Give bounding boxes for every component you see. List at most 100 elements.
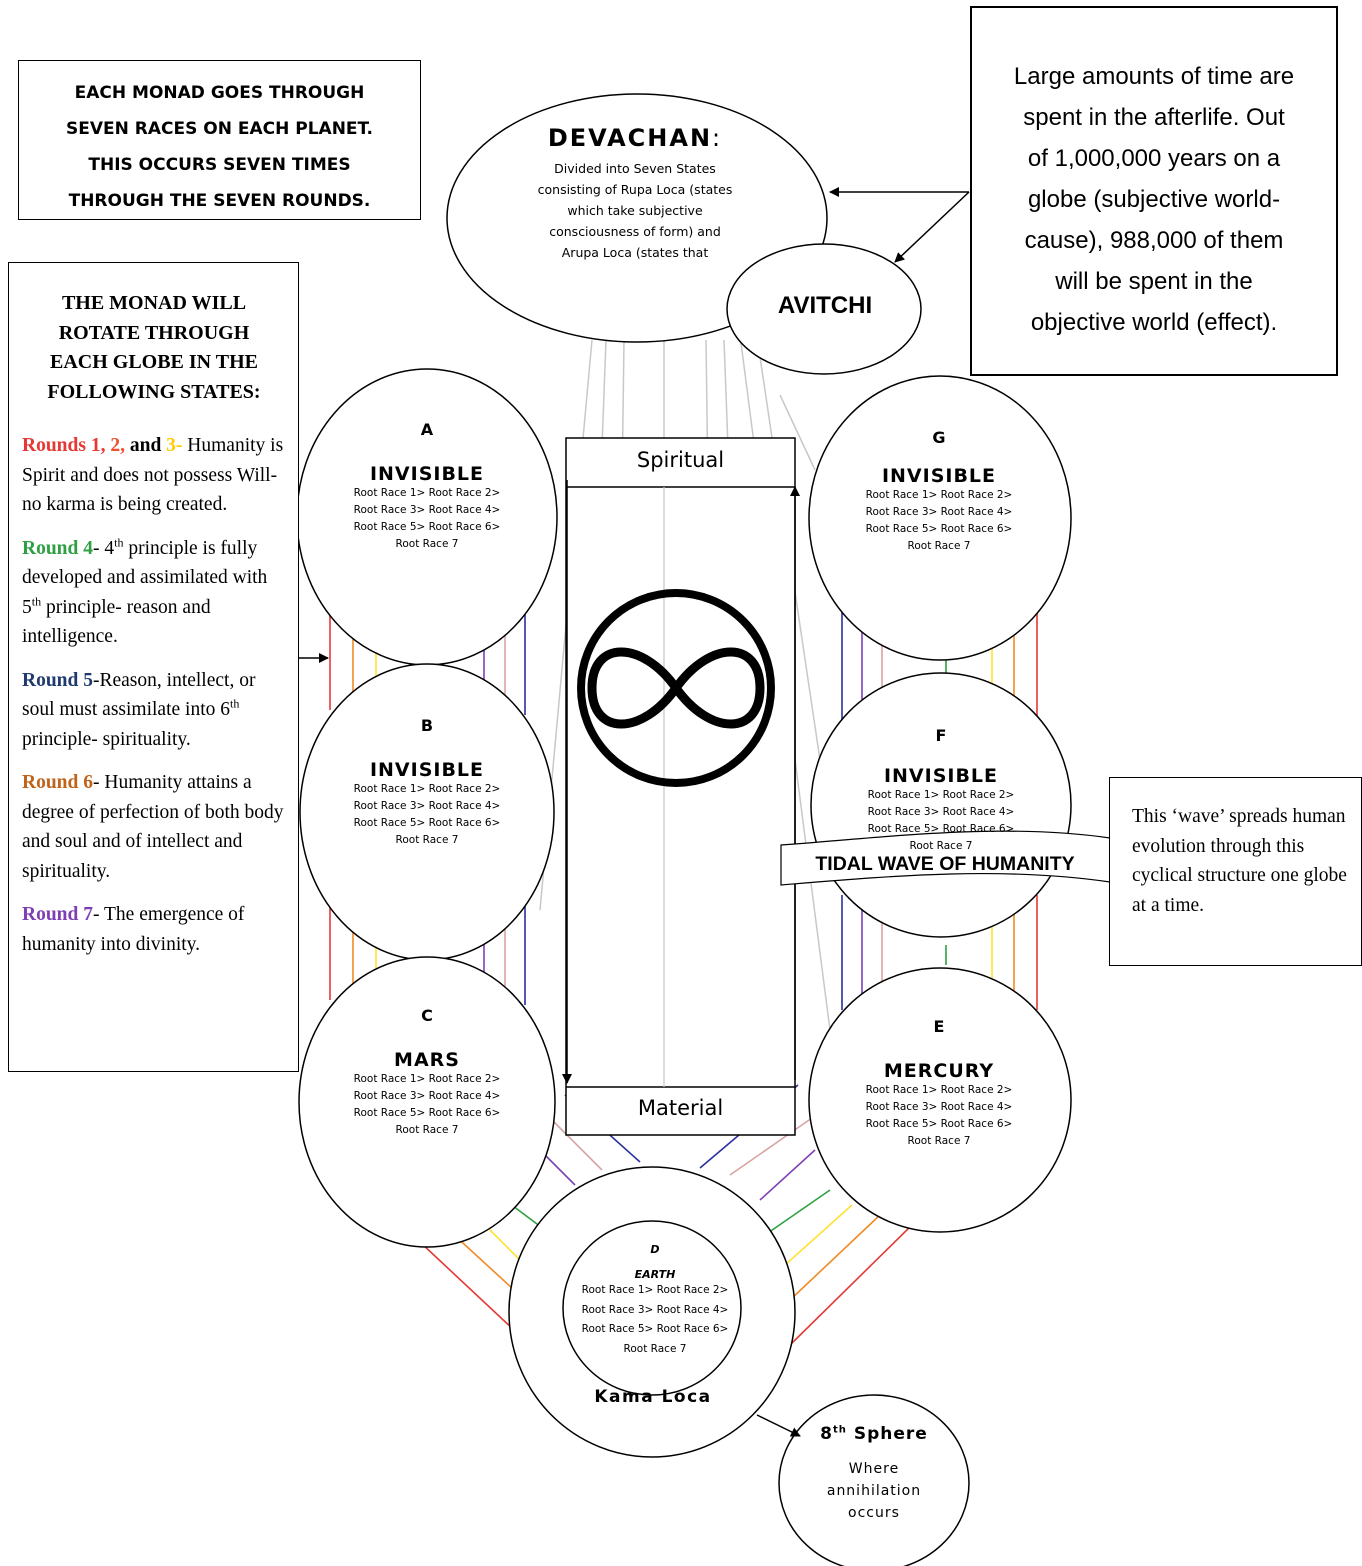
round-3-label: 3- (166, 435, 183, 456)
round-7-text: - The emergence of humanity into divinit… (22, 904, 245, 955)
rounds-heading: THE MONAD WILL ROTATE THROUGH EACH GLOBE… (22, 289, 286, 407)
globe-b-races-2: Root Race 3> Root Race 4> (353, 800, 501, 812)
devachan-title: DEVACHAN (547, 124, 713, 152)
globe-c-title: MARS (394, 1049, 460, 1071)
round-4-label: Round 4 (22, 537, 93, 559)
globe-c-races-1: Root Race 1> Root Race 2> (353, 1073, 501, 1085)
globe-e-races-1: Root Race 1> Root Race 2> (865, 1084, 1013, 1096)
globe-d-races-4: Root Race 7 (623, 1342, 687, 1355)
eighth-sphere-line-3: occurs (848, 1505, 900, 1521)
globe-f-label: F INVISIBLE Root Race 1> Root Race 2> Ro… (841, 726, 1041, 855)
eighth-sphere-num: 8 (820, 1424, 834, 1444)
devachan-line-2: consisting of Rupa Loca (states (537, 182, 733, 197)
monad-line-1: EACH MONAD GOES THROUGH (74, 83, 365, 103)
afterlife-line-6: will be spent in the (1055, 268, 1253, 295)
monad-line-3: THIS OCCURS SEVEN TIMES (88, 155, 351, 175)
round-1-label: Rounds 1, (22, 435, 111, 456)
globe-d-inner (562, 1220, 742, 1396)
globe-a-races-2: Root Race 3> Root Race 4> (353, 504, 501, 516)
rounds-1-2-3-text: Humanity is Spirit and does not possess … (22, 435, 284, 515)
globe-f-races-1: Root Race 1> Root Race 2> (867, 789, 1015, 801)
infinity-symbol (577, 589, 775, 787)
round-5-sup: th (230, 696, 240, 711)
globe-a-label: A INVISIBLE Root Race 1> Root Race 2> Ro… (327, 420, 527, 553)
globe-e-races-4: Root Race 7 (907, 1135, 971, 1147)
globe-a-letter: A (420, 420, 434, 439)
round-5-post: principle- spirituality. (22, 728, 191, 750)
rounds-heading-1: THE MONAD WILL (61, 292, 247, 314)
globe-g (808, 375, 1072, 661)
avitchi-label: AVITCHI (777, 292, 873, 319)
globe-c-races-2: Root Race 3> Root Race 4> (353, 1090, 501, 1102)
globe-d-title: EARTH (634, 1268, 676, 1281)
globe-a-races-4: Root Race 7 (395, 538, 459, 550)
round-7-label: Round 7 (22, 904, 93, 925)
globe-f-letter: F (935, 726, 947, 745)
eighth-sphere-label: 8th Sphere Where annihilation occurs (790, 1424, 958, 1524)
globe-g-races-2: Root Race 3> Root Race 4> (865, 506, 1013, 518)
globe-d-races-3: Root Race 5> Root Race 6> (581, 1323, 729, 1335)
globe-g-label: G INVISIBLE Root Race 1> Root Race 2> Ro… (839, 428, 1039, 555)
devachan-globe (446, 93, 828, 343)
tidal-wave-label: TIDAL WAVE OF HUMANITY (815, 853, 1075, 875)
material-label: Material (637, 1096, 724, 1120)
rounds-heading-3: EACH GLOBE IN THE (49, 351, 259, 373)
round-4: Round 4- 4th principle is fully develope… (22, 534, 286, 652)
rounds-heading-4: FOLLOWING STATES: (47, 380, 261, 403)
round-5: Round 5-Reason, intellect, or soul must … (22, 666, 286, 755)
devachan-label: DEVACHAN: Divided into Seven States cons… (470, 124, 800, 263)
round-2-label: 2, (110, 435, 130, 456)
round-5-pre: -Reason, intellect, or soul must assimil… (22, 669, 256, 721)
monad-races-box: EACH MONAD GOES THROUGH SEVEN RACES ON E… (18, 60, 421, 220)
eighth-sphere-sup: th (833, 1424, 847, 1436)
afterlife-line-3: of 1,000,000 years on a (1027, 145, 1281, 172)
globe-c-races-4: Root Race 7 (395, 1124, 459, 1136)
kama-loca-label: Kama Loca (594, 1387, 712, 1407)
round-4-sup2: th (31, 594, 42, 608)
round-6-label: Round 6 (22, 772, 93, 793)
globe-b-letter: B (420, 716, 434, 735)
globe-a-races-1: Root Race 1> Root Race 2> (353, 487, 501, 499)
globe-f-races-2: Root Race 3> Root Race 4> (867, 806, 1015, 818)
rounds-1-2-3: Rounds 1, 2, and 3- Humanity is Spirit a… (22, 431, 286, 520)
globe-c (298, 956, 556, 1248)
globe-e-letter: E (933, 1017, 945, 1036)
globe-b-races-1: Root Race 1> Root Race 2> (353, 783, 501, 795)
globe-d-races-1: Root Race 1> Root Race 2> (581, 1284, 729, 1296)
globe-d-races-2: Root Race 3> Root Race 4> (581, 1303, 729, 1316)
globe-d-letter: D (650, 1243, 660, 1256)
round-6-text: - Humanity attains a degree of perfectio… (22, 772, 284, 882)
round-4-sup1: th (114, 535, 124, 549)
round-6: Round 6- Humanity attains a degree of pe… (22, 768, 286, 886)
afterlife-box: Large amounts of time are spent in the a… (970, 6, 1338, 376)
spiritual-label: Spiritual (636, 448, 725, 472)
globe-f-races-4: Root Race 7 (909, 840, 973, 852)
globe-a-title: INVISIBLE (369, 463, 485, 485)
devachan-line-4: consciousness of form) and (549, 224, 721, 239)
globe-e (808, 967, 1072, 1233)
globe-c-letter: C (421, 1006, 433, 1025)
eighth-sphere-word: Sphere (846, 1424, 928, 1444)
eighth-sphere-line-2: annihilation (826, 1483, 922, 1499)
globe-g-races-4: Root Race 7 (907, 540, 971, 552)
globe-b-races-3: Root Race 5> Root Race 6> (353, 817, 501, 829)
round-5-label: Round 5 (22, 669, 93, 691)
afterlife-line-2: spent in the afterlife. Out (1023, 104, 1285, 131)
globe-f-races-3: Root Race 5> Root Race 6> (867, 823, 1015, 835)
arrow-to-eighth-sphere (756, 1414, 801, 1437)
globe-e-races-2: Root Race 3> Root Race 4> (865, 1101, 1013, 1113)
eighth-sphere-line-1: Where (848, 1461, 900, 1477)
globe-b-races-4: Root Race 7 (395, 834, 459, 846)
round-4-mid: principle is fully developed and assimil… (22, 537, 268, 618)
globe-g-races-3: Root Race 5> Root Race 6> (865, 523, 1013, 535)
monad-line-2: SEVEN RACES ON EACH PLANET. (65, 119, 374, 139)
devachan-line-1: Divided into Seven States (554, 161, 716, 176)
round-and: and (129, 435, 167, 456)
afterlife-line-5: cause), 988,000 of them (1024, 227, 1284, 254)
afterlife-line-1: Large amounts of time are (1013, 63, 1295, 90)
devachan-line-3: which take subjective (567, 203, 703, 218)
globe-d-label: D EARTH Root Race 1> Root Race 2> Root R… (567, 1243, 743, 1359)
globe-e-races-3: Root Race 5> Root Race 6> (865, 1118, 1013, 1130)
